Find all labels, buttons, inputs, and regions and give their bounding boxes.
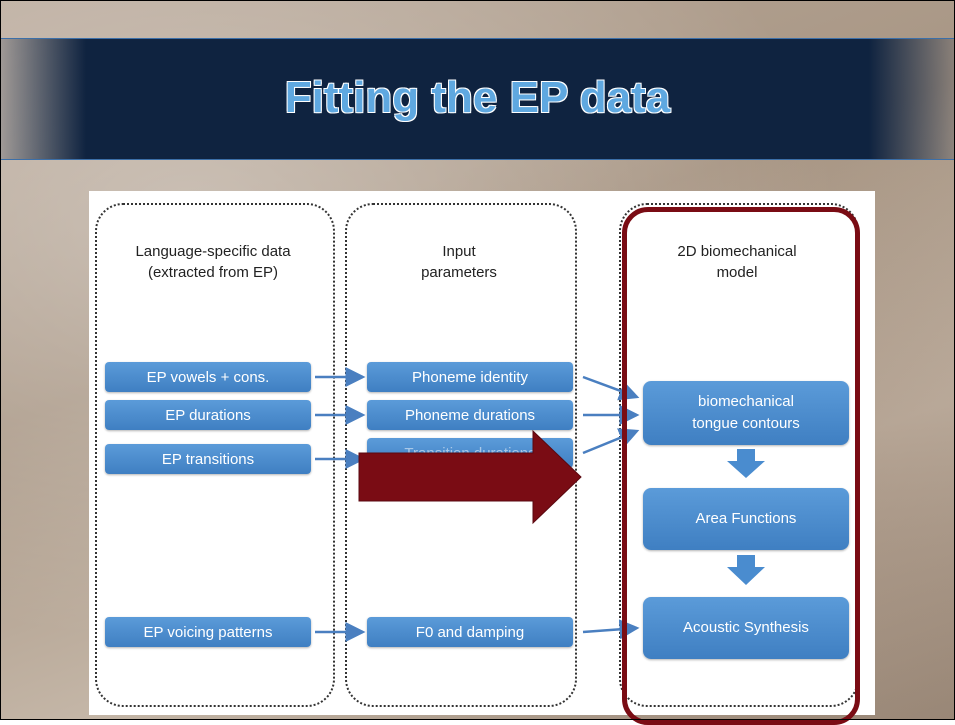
column-language-data xyxy=(95,203,335,707)
column-heading-language-data: Language-specific data (extracted from E… xyxy=(135,243,291,281)
box-phoneme-identity: Phoneme identity xyxy=(367,362,573,392)
big-red-arrow xyxy=(358,429,582,525)
box-biomechanical-tongue-contours: biomechanical tongue contours xyxy=(643,381,849,445)
box-ep-voicing-patterns: EP voicing patterns xyxy=(105,617,311,647)
down-arrow-area-to-acoustic xyxy=(727,555,765,585)
slide-title: Fitting the EP data xyxy=(284,73,671,122)
column-heading-biomechanical-model: 2D biomechanical model xyxy=(677,243,797,281)
box-area-functions: Area Functions xyxy=(643,488,849,550)
box-ep-vowels-cons: EP vowels + cons. xyxy=(105,362,311,392)
arrow-transitions-to-contours xyxy=(582,428,640,455)
box-f0-and-damping: F0 and damping xyxy=(367,617,573,647)
box-ep-transitions: EP transitions xyxy=(105,444,311,474)
arrow-identity-to-contours xyxy=(582,375,640,401)
diagram-panel: Language-specific data (extracted from E… xyxy=(89,191,875,725)
title-bar xyxy=(0,38,955,160)
box-acoustic-synthesis: Acoustic Synthesis xyxy=(643,597,849,659)
down-arrow-contours-to-area xyxy=(727,449,765,478)
arrow-f0-to-acoustic xyxy=(582,619,640,640)
box-ep-durations: EP durations xyxy=(105,400,311,430)
box-phoneme-durations: Phoneme durations xyxy=(367,400,573,430)
arrows-layer xyxy=(315,367,765,642)
column-heading-input-parameters: Input parameters xyxy=(421,243,497,281)
